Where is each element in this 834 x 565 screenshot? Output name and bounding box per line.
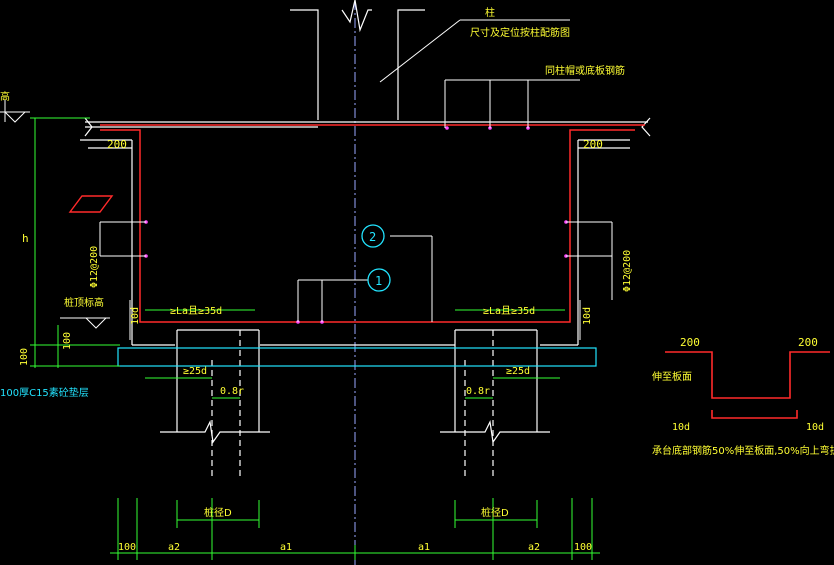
column-note: 尺寸及定位按柱配筋图 xyxy=(470,26,570,39)
dimension-lines xyxy=(30,117,600,560)
bottom-dim-1: 100 xyxy=(118,542,136,553)
cushion-layer xyxy=(117,347,597,367)
bottom-dim-5: a2 xyxy=(528,542,540,553)
detail-200-right: 200 xyxy=(798,336,818,349)
bottom-dim-2: a2 xyxy=(168,542,180,553)
bottom-dim-4: a1 xyxy=(418,542,430,553)
cap-outline xyxy=(80,117,651,346)
tenD-right: 10d xyxy=(582,307,593,325)
detail-10d-right: 10d xyxy=(806,422,824,433)
pile-r-right: 0.8r xyxy=(466,386,490,397)
leader-lines xyxy=(99,19,613,340)
column-label: 柱 xyxy=(485,6,495,19)
pile-top-elev: 桩顶标高 xyxy=(64,296,104,309)
bottom-dim-3: a1 xyxy=(280,542,292,553)
anchor-right: ≥La且≥35d xyxy=(483,305,535,317)
bottom-dim-6: 100 xyxy=(574,542,592,553)
column-outline xyxy=(290,0,425,120)
cap-bottom-bar-note: 同柱帽或底板钢筋 xyxy=(545,64,625,77)
cushion-note: 100厚C15素砼垫层 xyxy=(0,386,89,399)
cap-top-right-dim: 200 xyxy=(583,138,603,151)
pile-right xyxy=(440,329,550,480)
side-rebar-right: Φ12@200 xyxy=(622,250,633,292)
dim-100-pad: 100 xyxy=(62,332,73,350)
rebar-markers xyxy=(144,126,568,324)
pile-dia-left: 桩径D xyxy=(204,506,232,519)
detail-10d-left: 10d xyxy=(672,422,690,433)
cap-top-left-dim: 200 xyxy=(107,138,127,151)
cap-rebar xyxy=(100,124,645,323)
elevation-left-label: 高 xyxy=(0,90,10,103)
detail-note: 承台底部钢筋50%伸至板面,50%向上弯折10d xyxy=(652,444,834,457)
callout-2-circle xyxy=(361,224,385,248)
pile-dia-right: 桩径D xyxy=(481,506,509,519)
section-symbol xyxy=(68,195,114,213)
h-label: h xyxy=(22,232,29,245)
pile-embed-right: ≥25d xyxy=(506,366,530,377)
callout-1: 1 xyxy=(375,274,382,288)
tenD-left: 10d xyxy=(130,307,141,325)
pile-embed-left: ≥25d xyxy=(183,366,207,377)
bend-detail xyxy=(665,351,830,419)
anchor-left: ≥La且≥35d xyxy=(170,305,222,317)
pile-left xyxy=(160,329,270,480)
elevation-marks xyxy=(0,100,110,329)
pile-r-left: 0.8r xyxy=(220,386,244,397)
side-rebar-left: Φ12@200 xyxy=(89,246,100,288)
detail-label: 伸至板面 xyxy=(652,370,692,383)
callout-2: 2 xyxy=(369,230,376,244)
detail-200-left: 200 xyxy=(680,336,700,349)
dim-100-left: 100 xyxy=(19,348,30,366)
callout-1-circle xyxy=(367,268,391,292)
